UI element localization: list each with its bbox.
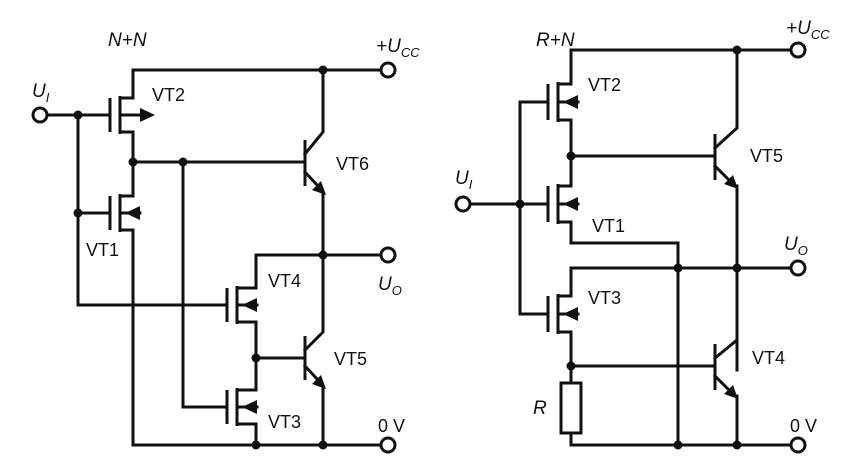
- left-title: N+N: [108, 30, 147, 51]
- left-vt6-label: VT6: [336, 154, 369, 174]
- right-output-terminal[interactable]: [789, 259, 807, 277]
- left-vt4-label: VT4: [268, 271, 301, 291]
- left-junction: [73, 110, 83, 120]
- right-vt5-label: VT5: [750, 146, 783, 166]
- right-ground-label: 0 V: [790, 416, 817, 436]
- left-vt2-label: VT2: [152, 85, 185, 105]
- right-input-bus: [518, 100, 550, 316]
- left-vt5-transistor: VT5: [302, 253, 367, 447]
- left-output-label: UO: [378, 274, 402, 298]
- left-junction: [251, 353, 261, 363]
- left-vt6-transistor: VT6: [302, 68, 369, 257]
- left-ground-label: 0 V: [378, 416, 405, 436]
- right-junction: [515, 199, 525, 209]
- right-junction: [566, 361, 576, 371]
- left-vt4-transistor: VT4: [225, 253, 301, 392]
- right-junction: [673, 263, 683, 273]
- left-vt3-gate-wire: [181, 160, 229, 409]
- right-vt1-label: VT1: [592, 216, 625, 236]
- right-junction: [732, 440, 742, 450]
- right-supply-terminal[interactable]: [789, 41, 807, 59]
- right-ground-terminal[interactable]: [789, 436, 807, 454]
- left-junction: [318, 65, 328, 75]
- right-vt5-transistor: VT5: [712, 48, 783, 372]
- left-junction: [73, 208, 83, 218]
- left-vt3-transistor: VT3: [225, 388, 301, 447]
- left-supply-terminal[interactable]: [379, 61, 397, 79]
- right-vt3-label: VT3: [588, 288, 621, 308]
- right-vt4-label: VT4: [752, 348, 785, 368]
- circuit-n-plus-n: N+N +UCC UI VT2: [31, 30, 420, 454]
- left-vt1-transistor: VT1: [86, 160, 142, 447]
- right-input-terminal[interactable]: [454, 195, 472, 213]
- left-junction: [318, 440, 328, 450]
- left-vt2-transistor: VT2: [108, 68, 185, 164]
- right-output-label: UO: [784, 234, 808, 258]
- right-vt3-transistor: VT3: [546, 266, 621, 385]
- left-supply-label: +UCC: [376, 36, 420, 60]
- right-supply-label: +UCC: [786, 18, 830, 42]
- left-ground-terminal[interactable]: [379, 436, 397, 454]
- left-vt3-label: VT3: [268, 412, 301, 432]
- left-input-bus: [76, 113, 229, 307]
- left-output-terminal[interactable]: [379, 246, 397, 264]
- right-vt2-transistor: VT2: [546, 48, 621, 158]
- right-junction: [673, 440, 683, 450]
- left-input-label: UI: [32, 81, 50, 105]
- left-junction: [251, 440, 261, 450]
- left-vt5-label: VT5: [334, 349, 367, 369]
- right-vt1-transistor: VT1: [546, 154, 680, 447]
- left-vt1-label: VT1: [86, 240, 119, 260]
- right-resistor-label: R: [533, 398, 547, 419]
- right-input-label: UI: [455, 168, 473, 192]
- right-vt4-transistor: VT4: [712, 266, 785, 447]
- right-title: R+N: [536, 30, 575, 51]
- left-input-terminal[interactable]: [31, 106, 49, 124]
- right-vt2-label: VT2: [588, 75, 621, 95]
- circuit-r-plus-n: R+N +UCC UI VT2: [454, 18, 830, 454]
- right-resistor: R: [533, 381, 583, 447]
